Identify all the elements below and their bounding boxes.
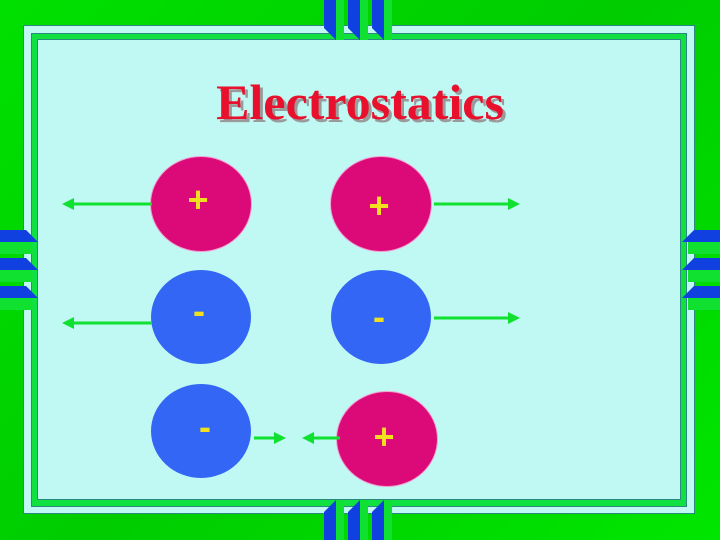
- positive-charge: +: [331, 157, 431, 251]
- right-stripe-decoration-icon: [682, 230, 720, 310]
- minus-sign: -: [199, 406, 211, 447]
- arrow-right-icon: [254, 432, 286, 444]
- negative-charge: -: [151, 270, 251, 364]
- left-stripe-decoration-icon: [0, 230, 38, 310]
- bottom-stripe-decoration-icon: [324, 500, 392, 540]
- minus-sign: -: [373, 296, 385, 337]
- top-stripe-decoration-icon: [324, 0, 392, 40]
- arrow-left-icon: [302, 432, 340, 444]
- slide-title: Electrostatics: [216, 74, 504, 130]
- positive-charge: +: [151, 157, 251, 251]
- arrow-right-icon: [434, 198, 520, 210]
- arrow-left-icon: [62, 198, 152, 210]
- plus-sign: +: [187, 179, 209, 220]
- negative-charge: -: [151, 384, 251, 478]
- arrow-left-icon: [62, 317, 152, 329]
- positive-charge: +: [337, 392, 437, 486]
- minus-sign: -: [193, 290, 205, 331]
- arrow-right-icon: [434, 312, 520, 324]
- negative-charge: -: [331, 270, 431, 364]
- plus-sign: +: [368, 185, 390, 226]
- content-panel: [37, 39, 681, 500]
- plus-sign: +: [373, 416, 395, 457]
